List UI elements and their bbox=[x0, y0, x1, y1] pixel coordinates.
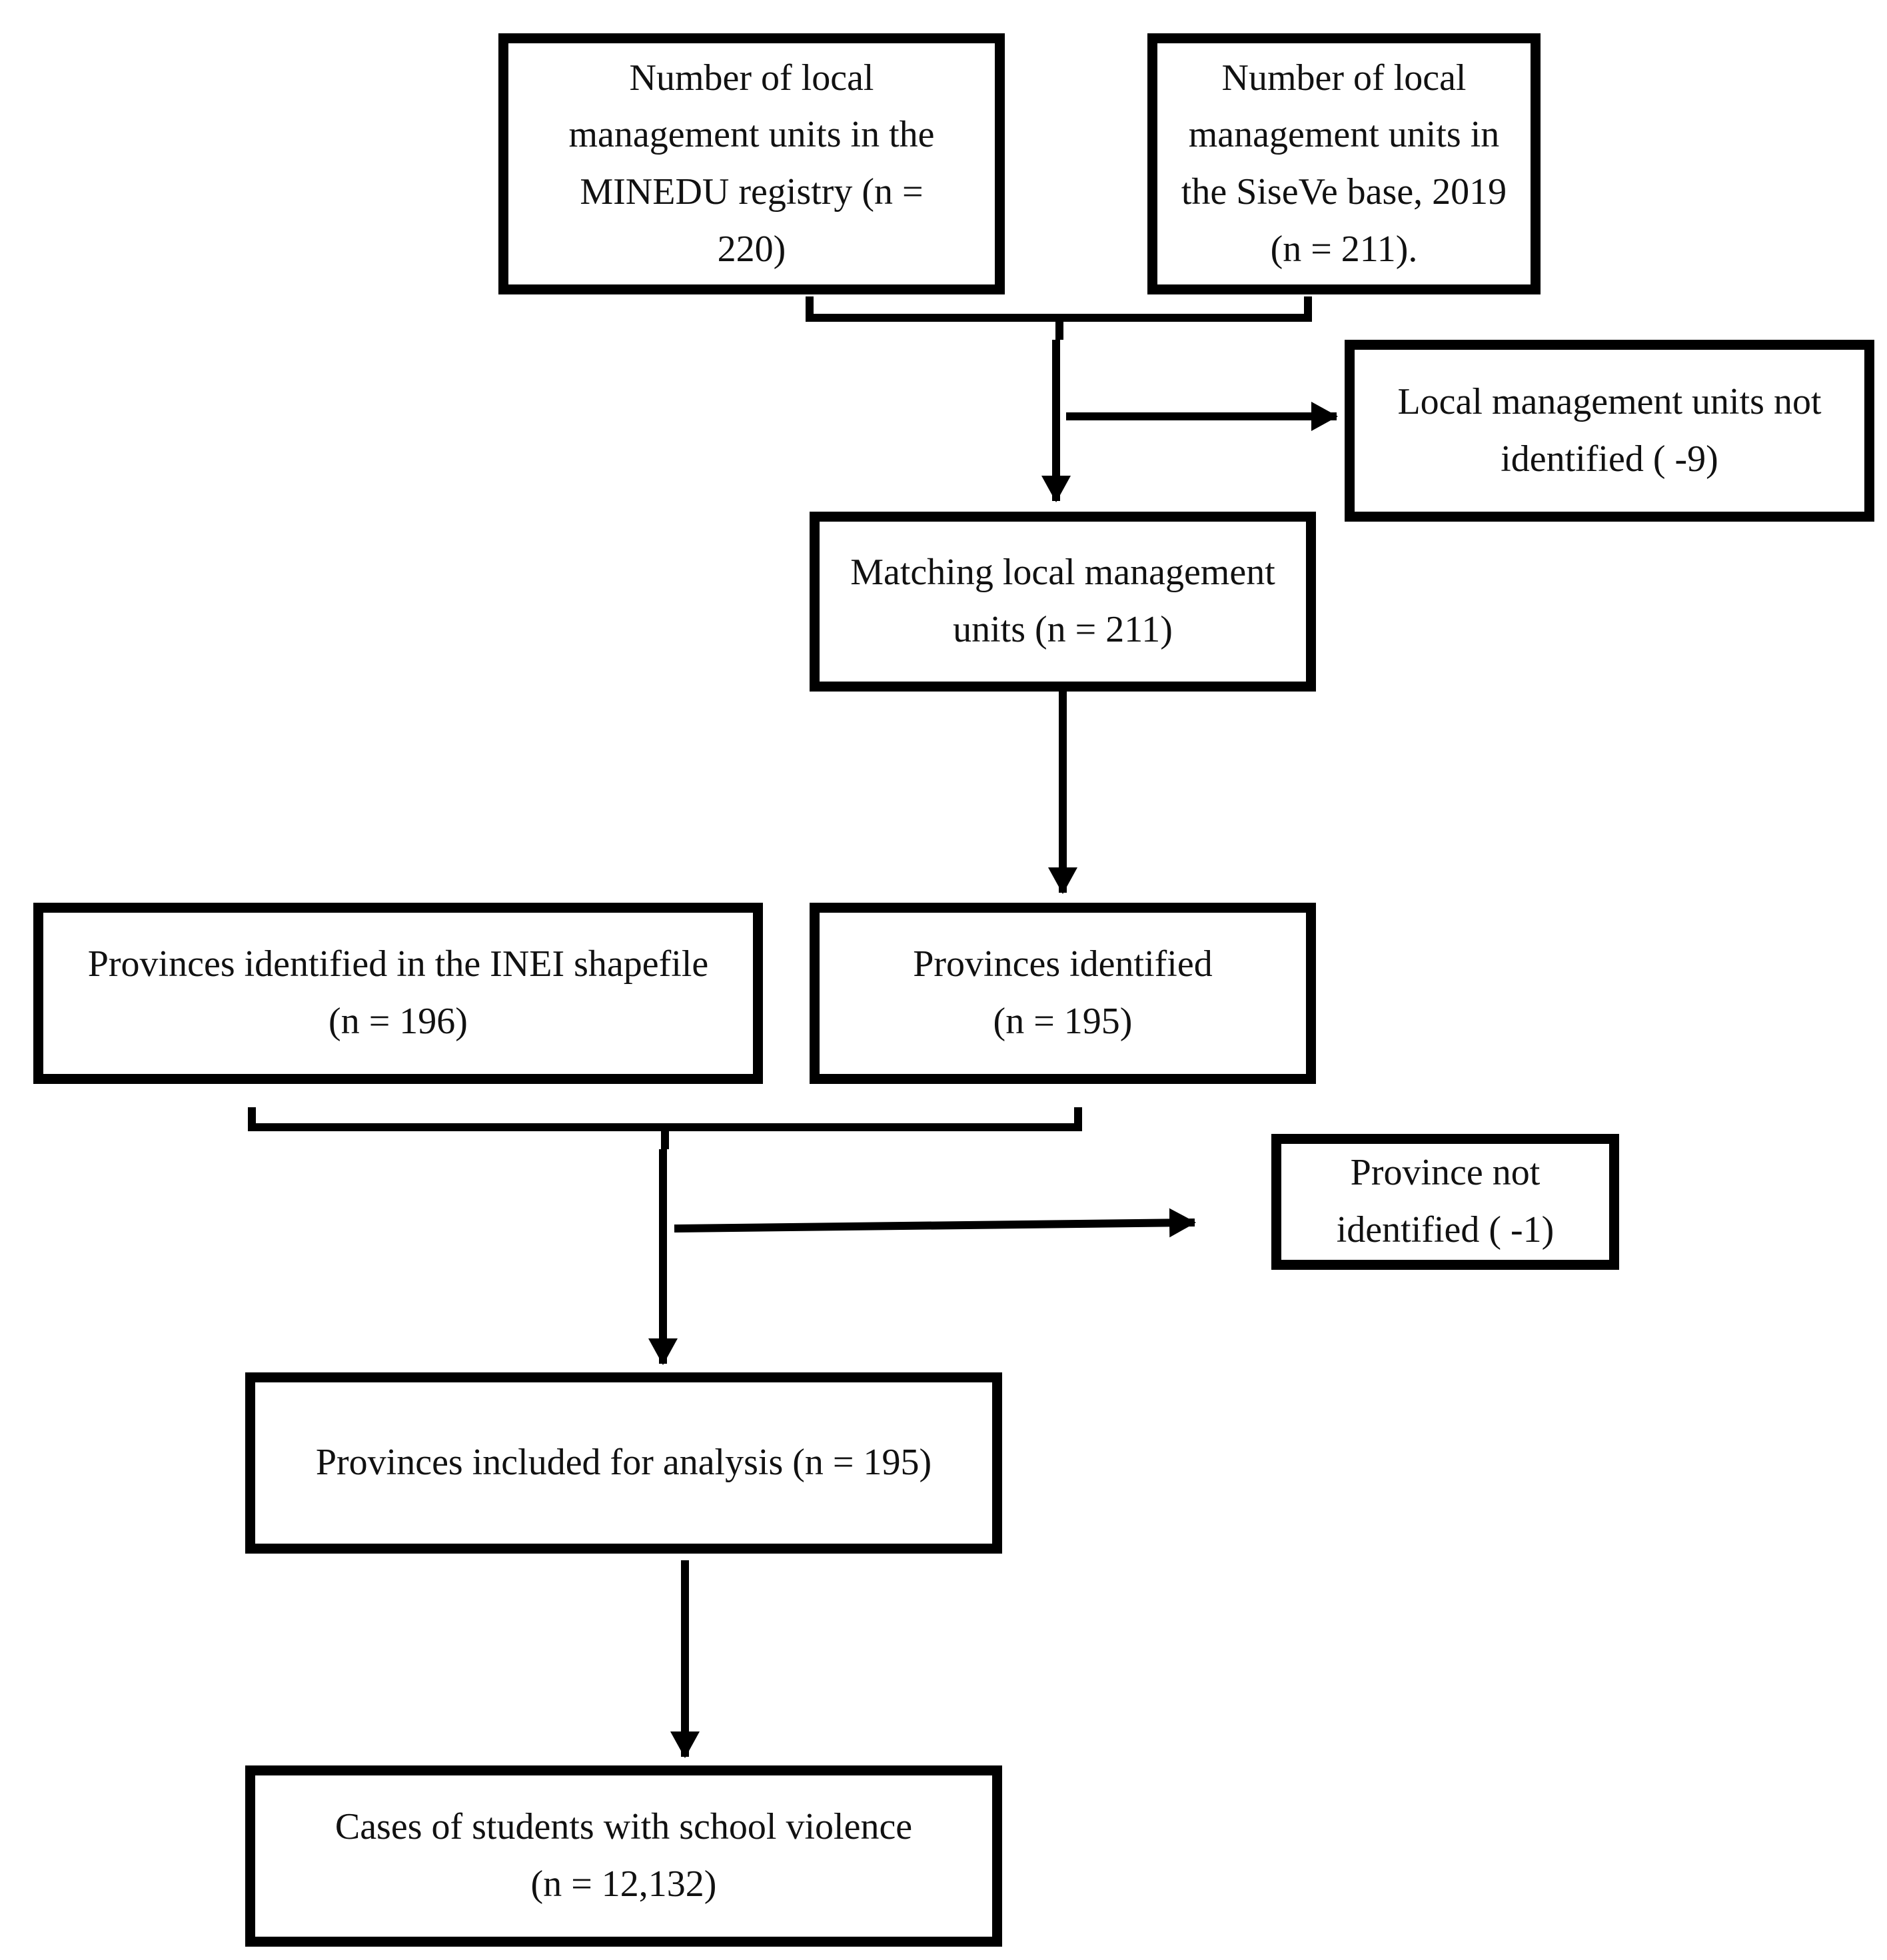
minedu-registry-box: Number of local management units in the … bbox=[498, 33, 1005, 294]
province-not-identified-box: Province not identified ( -1) bbox=[1271, 1134, 1619, 1270]
minedu-registry-text: Number of local management units in the … bbox=[568, 57, 935, 270]
middle-merge-bracket bbox=[248, 1107, 1082, 1131]
siseve-base-text: Number of local management units in the … bbox=[1181, 57, 1507, 270]
arrow-to-province-not-identified bbox=[674, 1208, 1196, 1238]
provinces-identified-text: Provinces identified (n = 195) bbox=[913, 943, 1213, 1042]
provinces-included-box: Provinces included for analysis (n = 195… bbox=[245, 1372, 1002, 1554]
units-not-identified-text: Local management units not identified ( … bbox=[1397, 380, 1822, 480]
province-not-identified-text: Province not identified ( -1) bbox=[1336, 1152, 1555, 1250]
inei-provinces-box: Provinces identified in the INEI shapefi… bbox=[33, 903, 763, 1084]
provinces-identified-box: Provinces identified (n = 195) bbox=[810, 903, 1316, 1084]
top-merge-bracket bbox=[806, 296, 1312, 322]
matching-units-text: Matching local management units (n = 211… bbox=[850, 552, 1275, 650]
school-violence-cases-box: Cases of students with school violence (… bbox=[245, 1765, 1002, 1947]
provinces-included-text: Provinces included for analysis (n = 195… bbox=[315, 1442, 932, 1484]
school-violence-cases-text: Cases of students with school violence (… bbox=[334, 1806, 913, 1905]
units-not-identified-box: Local management units not identified ( … bbox=[1345, 340, 1874, 522]
siseve-base-box: Number of local management units in the … bbox=[1147, 33, 1541, 294]
inei-provinces-text: Provinces identified in the INEI shapefi… bbox=[87, 943, 709, 1042]
matching-units-box: Matching local management units (n = 211… bbox=[810, 512, 1316, 692]
